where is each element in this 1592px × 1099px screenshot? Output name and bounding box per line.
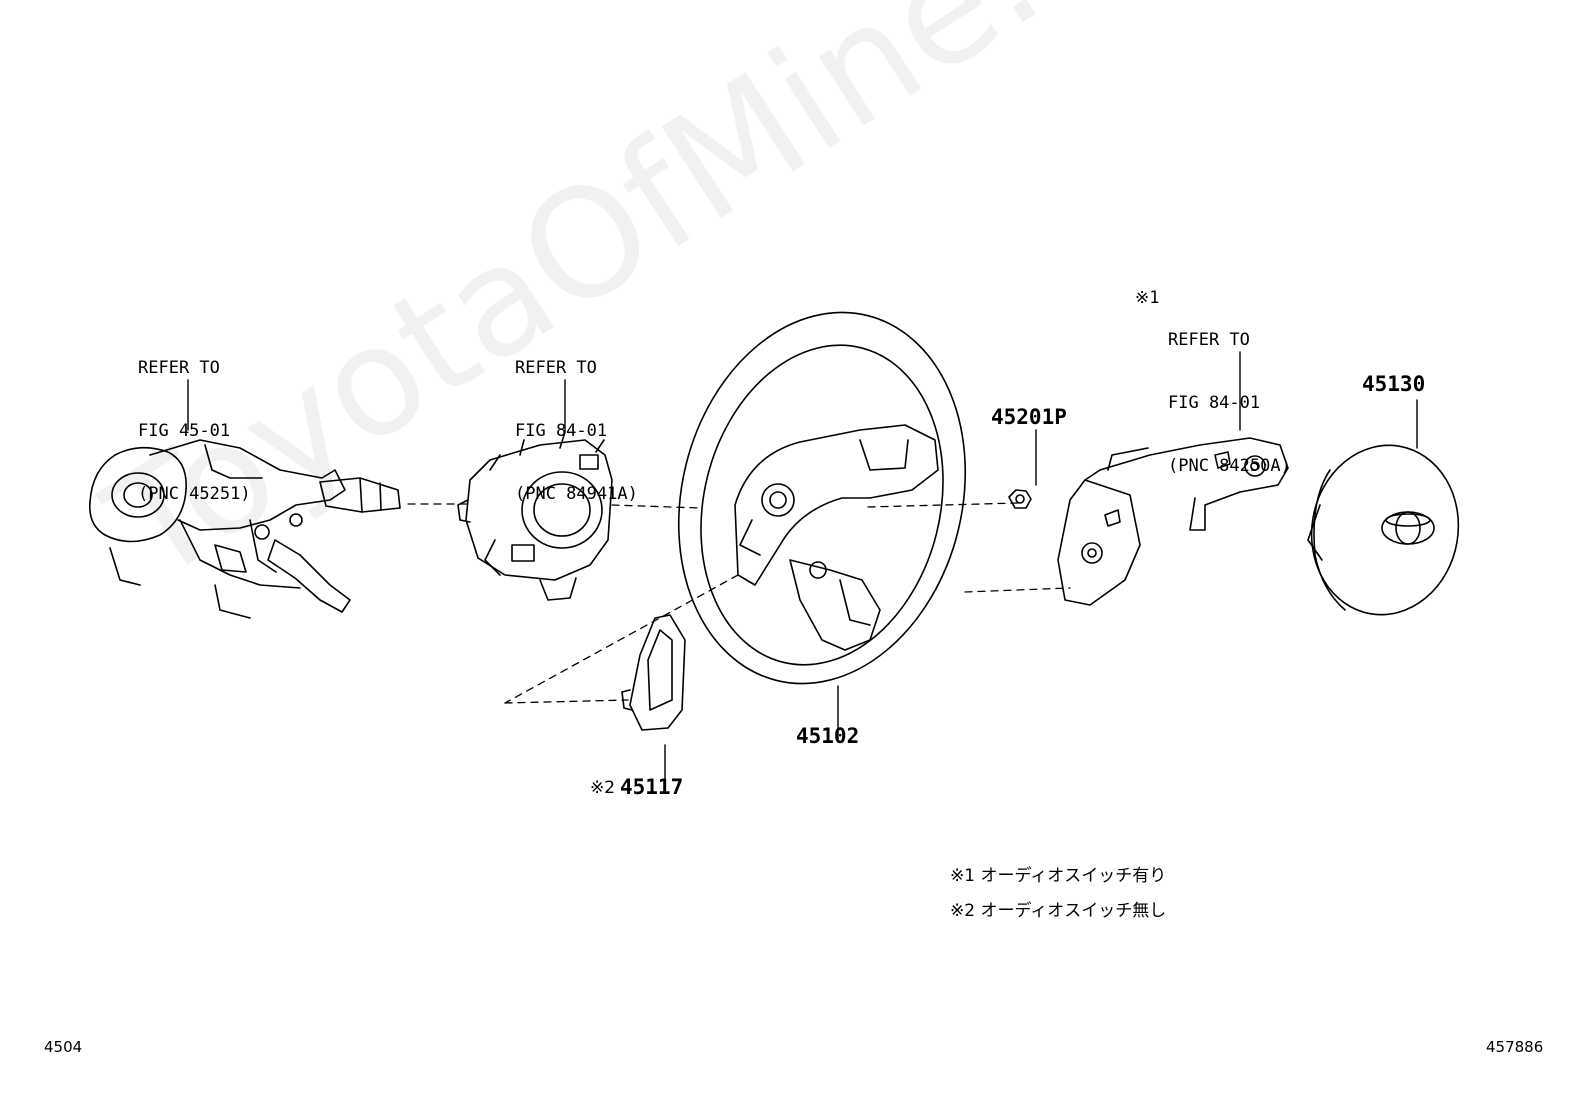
audio-ref-line-3: (PNC 84250A)	[1168, 456, 1291, 476]
spiral-ref-line-1: REFER TO	[515, 358, 597, 378]
column-ref-line-2: FIG 45-01	[138, 421, 231, 441]
spiral-cable-reference-callout: REFER TO FIG 84-01 (PNC 84941A)	[515, 316, 638, 547]
leader-lines	[187, 351, 1418, 791]
column-reference-callout: REFER TO FIG 45-01 (PNC 45251)	[138, 316, 251, 547]
spiral-ref-line-3: (PNC 84941A)	[515, 484, 638, 504]
audio-ref-mark: ※1	[1135, 288, 1160, 308]
audio-ref-line-1: REFER TO	[1168, 330, 1250, 350]
part-number-45102: 45102	[796, 724, 860, 748]
steering-column-assembly	[88, 439, 401, 619]
part-number-45201p: 45201P	[991, 405, 1067, 429]
alignment-dashed-lines	[407, 502, 1071, 704]
part-number-45130: 45130	[1362, 372, 1426, 396]
steering-wheel	[677, 311, 967, 685]
part-45117-mark: ※2	[590, 778, 616, 798]
lower-cover-45117	[621, 614, 686, 731]
note-without-audio-switch: ※2 オーディオスイッチ無し	[950, 901, 1167, 921]
spiral-cable-assembly	[457, 431, 613, 601]
figure-code: 4504	[44, 1038, 83, 1056]
audio-switch-reference-callout: REFER TO FIG 84-01 (PNC 84250A)	[1168, 288, 1291, 519]
horn-pad-assembly	[1307, 444, 1460, 616]
audio-ref-line-2: FIG 84-01	[1168, 393, 1261, 413]
nut-45201p	[1008, 489, 1032, 509]
audio-switch-assembly	[1057, 437, 1289, 606]
illustration-code: 457886	[1486, 1038, 1544, 1056]
part-number-45117: 45117	[620, 775, 684, 799]
column-ref-line-1: REFER TO	[138, 358, 220, 378]
note-with-audio-switch: ※1 オーディオスイッチ有り	[950, 866, 1167, 886]
column-ref-line-3: (PNC 45251)	[138, 484, 251, 504]
spiral-ref-line-2: FIG 84-01	[515, 421, 608, 441]
